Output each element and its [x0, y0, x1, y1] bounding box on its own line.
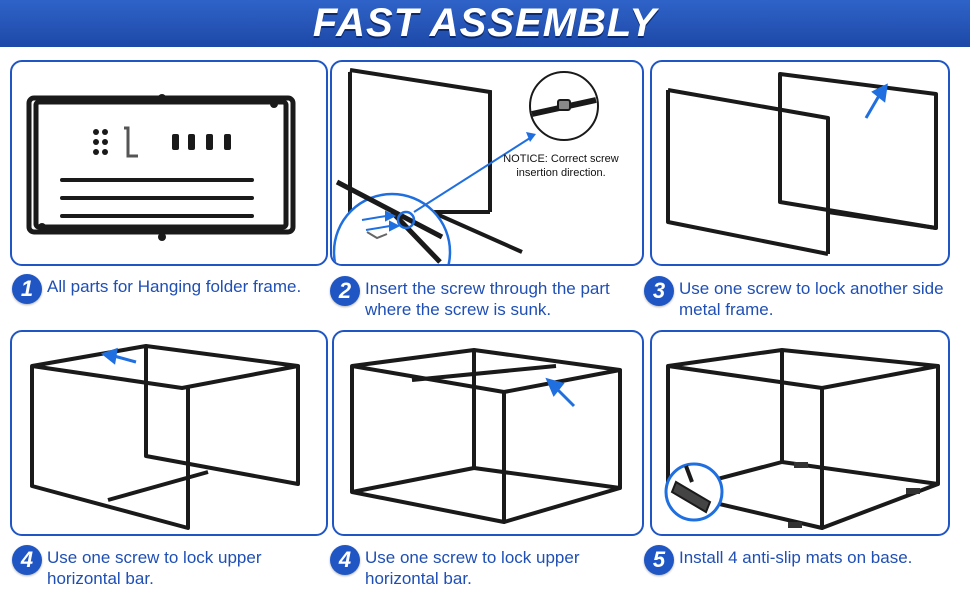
upper-bar-illustration [30, 344, 300, 530]
step-number-badge: 5 [644, 545, 674, 575]
notice-text: NOTICE: Correct screw insertion directio… [496, 152, 626, 180]
step-number-badge: 1 [12, 274, 42, 304]
step-caption: Use one screw to lock upper horizontal b… [365, 548, 580, 588]
step-caption: Use one screw to lock upper horizontal b… [47, 548, 262, 588]
panel-step-2: NOTICE: Correct screw insertion directio… [330, 60, 644, 266]
panel-step-1 [10, 60, 328, 266]
banner-title: FAST ASSEMBLY [312, 1, 658, 45]
step-4a: 4 Use one screw to lock upper horizontal… [12, 545, 312, 589]
step-4b: 4 Use one screw to lock upper horizontal… [330, 545, 630, 589]
notice-line-2: insertion direction. [516, 167, 606, 179]
panel-step-3 [650, 60, 950, 266]
step-number-badge: 2 [330, 276, 360, 306]
anti-slip-mat-illustration [664, 348, 940, 530]
step-caption: Install 4 anti-slip mats on base. [679, 548, 913, 567]
step-1: 1 All parts for Hanging folder frame. [12, 274, 328, 304]
step-number-badge: 4 [12, 545, 42, 575]
panel-step-5 [650, 330, 950, 536]
panel-step-4b [332, 330, 644, 536]
step-3: 3 Use one screw to lock another side met… [644, 276, 944, 320]
step-number-badge: 4 [330, 545, 360, 575]
panel-step-4a [10, 330, 328, 536]
title-banner: FAST ASSEMBLY [0, 0, 970, 47]
frame-assembly-illustration [666, 72, 938, 256]
step-caption: All parts for Hanging folder frame. [47, 277, 302, 296]
completed-frame-illustration [350, 348, 622, 524]
parts-illustration [26, 94, 296, 241]
step-caption: Use one screw to lock another side metal… [679, 279, 944, 319]
step-caption: Insert the screw through the part where … [365, 279, 610, 319]
screw-insertion-illustration [332, 68, 599, 264]
step-2: 2 Insert the screw through the part wher… [330, 276, 630, 320]
notice-line-1: NOTICE: Correct screw [503, 153, 619, 165]
step-number-badge: 3 [644, 276, 674, 306]
step-5: 5 Install 4 anti-slip mats on base. [644, 545, 960, 575]
